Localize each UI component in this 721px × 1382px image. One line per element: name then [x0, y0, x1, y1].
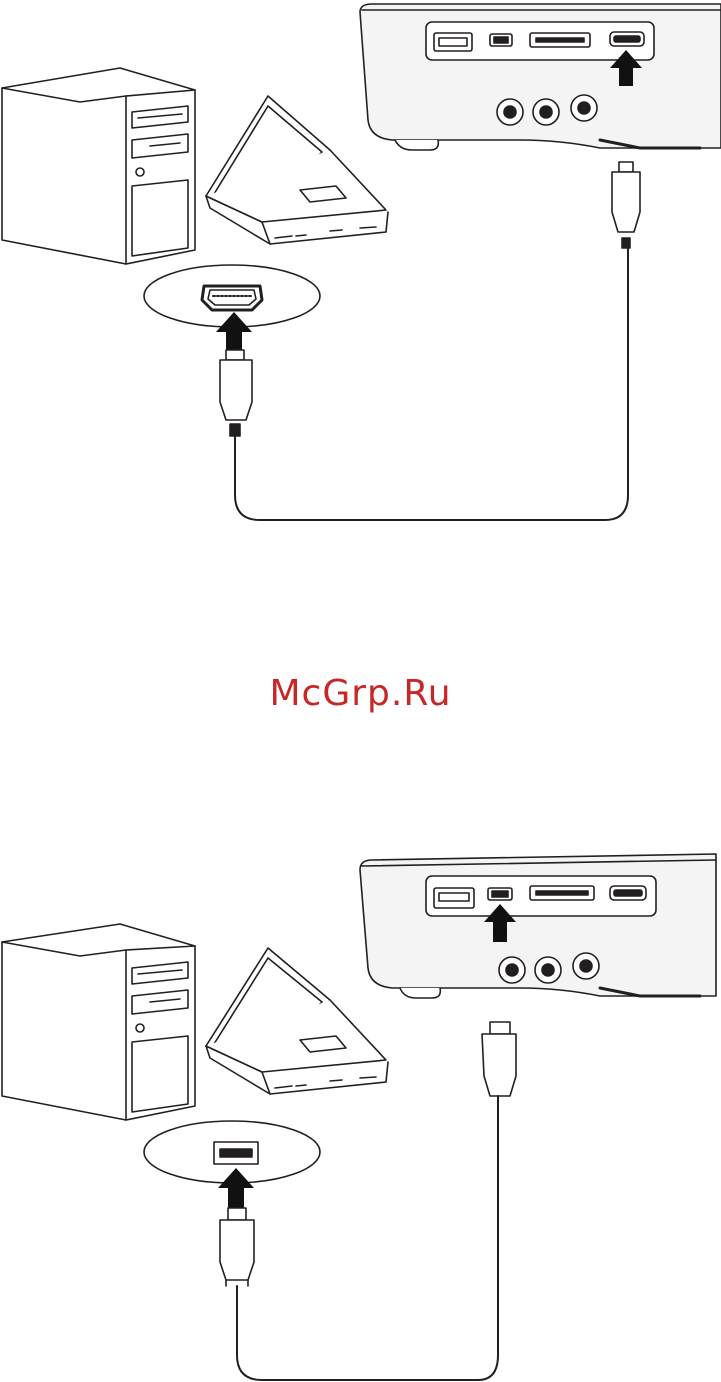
laptop-icon [206, 96, 388, 244]
projector-icon [360, 4, 721, 150]
hdmi-connection-svg [0, 0, 721, 560]
desktop-pc-icon [2, 68, 195, 264]
usb-plug-icon [482, 1022, 516, 1096]
hdmi-plug-icon [220, 350, 252, 436]
usb-connection-diagram [0, 850, 721, 1382]
hdmi-plug-icon [612, 162, 640, 248]
laptop-icon [206, 948, 388, 1094]
desktop-pc-icon [2, 924, 195, 1120]
watermark-text: McGrp.Ru [0, 664, 721, 724]
projector-icon [360, 854, 716, 998]
usb-connection-svg [0, 850, 721, 1382]
usb-plug-icon [220, 1208, 254, 1286]
hdmi-connection-diagram [0, 0, 721, 560]
